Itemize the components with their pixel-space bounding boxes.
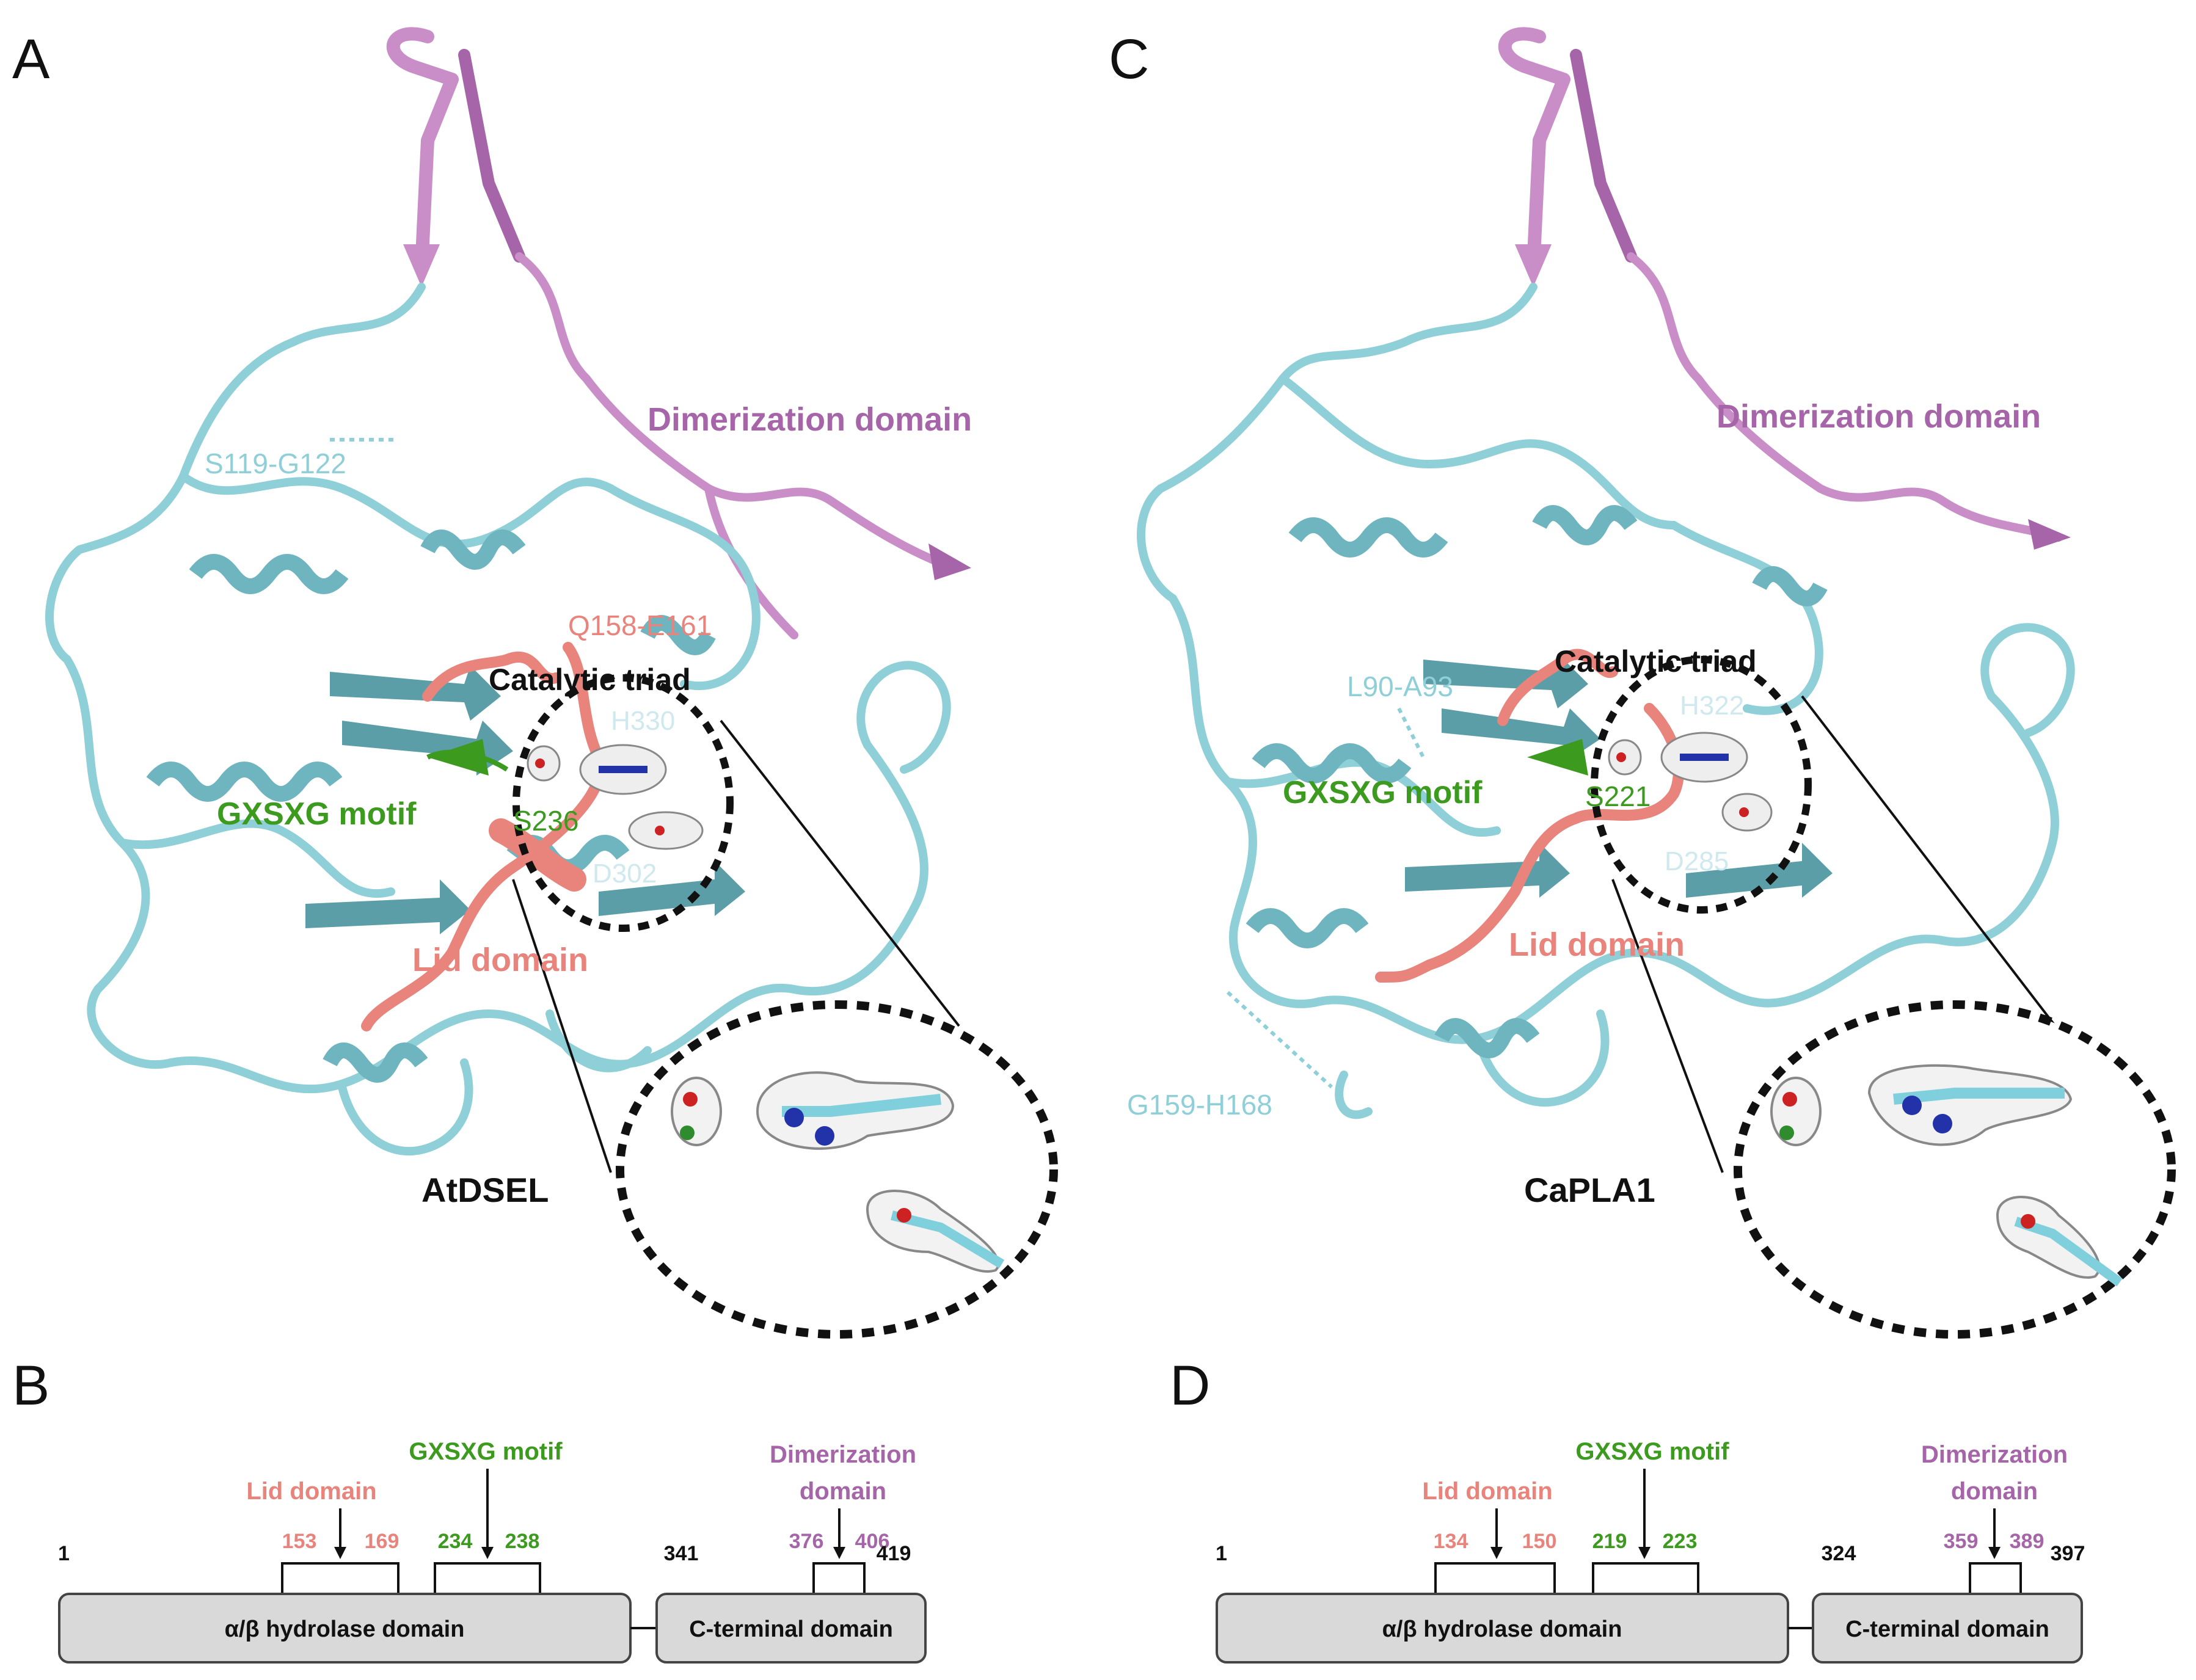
panel-b: B Lid domain GXSXG motif Dimerization do…: [12, 1355, 927, 1664]
atdsel-sheets: [305, 666, 745, 934]
capla1-map-gxsxg-label: GXSXG motif: [1575, 1438, 1729, 1465]
atdsel-map-lid-end: 169: [365, 1530, 399, 1553]
atdsel-gxsxg-label: GXSXG motif: [217, 796, 417, 832]
atdsel-map-gxsxg-label: GXSXG motif: [409, 1438, 563, 1465]
atdsel-map-dimer-label-2: domain: [800, 1478, 886, 1505]
atdsel-structure: [45, 27, 971, 1155]
capla1-serine-label: S221: [1585, 780, 1651, 812]
atdsel-map-lid-start: 153: [282, 1530, 317, 1553]
capla1-histidine-label: H322: [1680, 691, 1744, 721]
atdsel-missing-segment-label: S119-G122: [205, 448, 346, 479]
atdsel-lid-residues-label: Q158-E161: [568, 609, 712, 641]
atdsel-map-dim-start: 376: [789, 1530, 824, 1553]
atdsel-map-n-start: 1: [58, 1542, 70, 1565]
panel-letter-a: A: [12, 28, 50, 90]
capla1-missing-segment-label: L90-A93: [1347, 671, 1453, 702]
capla1-residues: [1608, 732, 1773, 832]
atdsel-map-dim-end: 406: [855, 1530, 890, 1553]
capla1-map-c-start: 324: [1822, 1542, 1856, 1565]
capla1-map-cterm-label: C-terminal domain: [1845, 1616, 2049, 1642]
capla1-structure: [1136, 27, 2075, 1119]
panel-letter-b: B: [12, 1355, 49, 1417]
capla1-map-lid-label: Lid domain: [1422, 1478, 1552, 1505]
capla1-zoom-line-1: [1611, 879, 1724, 1173]
atdsel-map-cterm-box: [655, 1593, 927, 1664]
panel-letter-c: C: [1109, 28, 1149, 90]
capla1-catalytic-triad-label: Catalytic triad: [1555, 644, 1757, 678]
panel-c: C: [1109, 27, 2176, 1339]
capla1-protein-name: CaPLA1: [1524, 1171, 1655, 1209]
atdsel-lid-label: Lid domain: [412, 942, 588, 978]
capla1-map-gx-start: 219: [1592, 1530, 1627, 1553]
panel-a: A: [12, 27, 1058, 1339]
atdsel-residues: [527, 744, 704, 850]
atdsel-histidine-label: H330: [611, 706, 675, 736]
atdsel-map-gx-start: 234: [438, 1530, 473, 1553]
capla1-sheets: [1405, 653, 1833, 898]
capla1-map-c-end: 397: [2051, 1542, 2085, 1565]
capla1-gxsxg-strand: [1527, 739, 1588, 776]
atdsel-map-c-start: 341: [664, 1542, 699, 1565]
capla1-map-lid-start: 134: [1434, 1530, 1468, 1553]
capla1-map-hydrolase-label: α/β hydrolase domain: [1382, 1616, 1622, 1642]
capla1-missing-segment-line: [1397, 707, 1425, 758]
atdsel-map-hydrolase-label: α/β hydrolase domain: [225, 1616, 465, 1642]
capla1-lid-label: Lid domain: [1509, 926, 1685, 963]
atdsel-serine-label: S236: [513, 805, 578, 837]
panel-letter-d: D: [1170, 1355, 1210, 1417]
capla1-aspartate-label: D285: [1665, 846, 1729, 876]
capla1-helices: [1246, 505, 1828, 1058]
capla1-active-site-circle: [1591, 656, 1812, 914]
capla1-missing-segment-2-label: G159-H168: [1127, 1089, 1272, 1121]
capla1-dimerization-label: Dimerization domain: [1716, 398, 2041, 435]
atdsel-zoom-line-1: [512, 879, 612, 1173]
atdsel-lid: [361, 642, 606, 1031]
atdsel-zoom-density: [671, 1071, 1005, 1273]
capla1-map-dim-end: 389: [2010, 1530, 2045, 1553]
capla1-map-lid-end: 150: [1522, 1530, 1557, 1553]
atdsel-zoom-circle: [616, 1000, 1058, 1339]
atdsel-map-lid-label: Lid domain: [246, 1478, 376, 1505]
capla1-map-dim-start: 359: [1944, 1530, 1979, 1553]
capla1-zoom-circle: [1734, 1000, 2176, 1339]
capla1-zoom-line-2: [1801, 695, 2066, 1039]
atdsel-protein-name: AtDSEL: [421, 1171, 549, 1209]
capla1-map-gx-end: 223: [1663, 1530, 1698, 1553]
atdsel-dimerization-label: Dimerization domain: [647, 401, 972, 438]
capla1-map-n-start: 1: [1216, 1542, 1227, 1565]
capla1-gxsxg-label: GXSXG motif: [1283, 775, 1483, 810]
capla1-lid: [1375, 649, 1684, 983]
atdsel-gxsxg-loop: [426, 749, 509, 772]
capla1-zoom-density: [1770, 1064, 2123, 1287]
capla1-missing-segment-2-line: [1226, 991, 1333, 1089]
atdsel-map-dimer-label-1: Dimerization: [770, 1441, 916, 1468]
atdsel-catalytic-triad-label: Catalytic triad: [489, 663, 691, 697]
atdsel-map-c-end: 419: [877, 1542, 911, 1565]
capla1-map-dimer-label-1: Dimerization: [1921, 1441, 2068, 1468]
atdsel-zoom-line-2: [720, 719, 960, 1027]
atdsel-map-cterm-label: C-terminal domain: [689, 1616, 893, 1642]
panel-d: D Lid domain GXSXG motif Dimerization do…: [1170, 1355, 2085, 1664]
capla1-map-cterm-box: [1812, 1593, 2083, 1664]
atdsel-active-site-circle: [513, 674, 734, 932]
atdsel-aspartate-label: D302: [593, 859, 657, 889]
atdsel-gxsxg-strand: [428, 739, 489, 776]
atdsel-map-gx-end: 238: [505, 1530, 540, 1553]
capla1-map-dimer-label-2: domain: [1951, 1478, 2038, 1505]
